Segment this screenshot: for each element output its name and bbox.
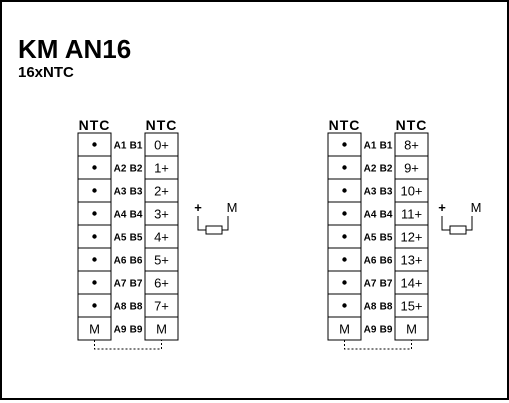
right-terminal-label: M [156,322,167,337]
pin-label-a: A9 [114,325,127,336]
pin-label-a: A7 [114,279,127,290]
pin-label-a: A3 [114,187,127,198]
terminal-dot [92,303,97,308]
pin-label-b: B7 [130,279,143,290]
terminal-dot [92,280,97,285]
right-terminal-label: 6+ [154,276,169,291]
pin-label-a: A4 [114,210,127,221]
pin-label-b: B2 [130,164,143,175]
terminal-dot [342,257,347,262]
terminal-dot [92,165,97,170]
resistor-icon [449,225,467,235]
terminal-dot [342,234,347,239]
plus-label: + [194,200,202,215]
right-terminal-label: 8+ [404,138,419,153]
pin-label-a: A5 [364,233,377,244]
right-terminal-label: 13+ [400,253,422,268]
pin-label-a: A5 [114,233,127,244]
terminal-dot [342,188,347,193]
left-terminal-label: M [339,322,350,337]
sensor-lead-left [197,216,206,231]
pin-label-b: B5 [380,233,393,244]
terminal-dot [92,234,97,239]
pin-label-b: B1 [380,141,393,152]
sensor-lead-right [466,216,473,231]
pin-label-b: B1 [130,141,143,152]
pin-label-b: B3 [380,187,393,198]
right-terminal-label: 2+ [154,184,169,199]
pin-label-b: B4 [130,210,143,221]
resistor-icon [205,225,223,235]
pin-label-b: B4 [380,210,393,221]
pin-label-b: B9 [380,325,393,336]
right-terminal-label: 3+ [154,207,169,222]
right-terminal-label: 7+ [154,299,169,314]
pin-label-a: A7 [364,279,377,290]
pin-label-a: A8 [114,302,127,313]
left-column-header: NTC [79,117,111,133]
pin-label-b: B6 [380,256,393,267]
right-terminal-label: 5+ [154,253,169,268]
pin-label-b: B9 [130,325,143,336]
pin-label-a: A2 [364,164,377,175]
minus-label: M [471,200,482,215]
pin-label-b: B7 [380,279,393,290]
pin-label-b: B8 [130,302,143,313]
right-terminal-label: 14+ [400,276,422,291]
pin-label-b: B2 [380,164,393,175]
right-column-header: NTC [396,117,428,133]
pin-label-a: A6 [364,256,377,267]
left-terminal-label: M [89,322,100,337]
diagram-subtitle: 16xNTC [18,64,74,81]
pin-label-a: A2 [114,164,127,175]
right-terminal-label: 0+ [154,138,169,153]
right-column-header: NTC [146,117,178,133]
minus-label: M [227,200,238,215]
terminal-dot [92,257,97,262]
terminal-dot [342,142,347,147]
right-terminal-label: 9+ [404,161,419,176]
terminal-dot [92,188,97,193]
right-terminal-label: M [406,322,417,337]
pin-label-a: A1 [114,141,127,152]
left-column-header: NTC [329,117,361,133]
pin-label-b: B5 [130,233,143,244]
right-terminal-label: 10+ [400,184,422,199]
pin-label-b: B8 [380,302,393,313]
diagram-title: KM AN16 [18,34,131,64]
pin-label-a: A3 [364,187,377,198]
ground-link-dotted [94,340,162,350]
pin-label-a: A6 [114,256,127,267]
right-terminal-label: 12+ [400,230,422,245]
terminal-dot [92,142,97,147]
terminal-dot [342,280,347,285]
pin-label-a: A8 [364,302,377,313]
terminal-dot [342,303,347,308]
sensor-lead-left [441,216,450,231]
ground-link-dotted [344,340,412,350]
right-terminal-label: 15+ [400,299,422,314]
ntc-sensor-symbol: +M [438,200,482,235]
right-terminal-label: 1+ [154,161,169,176]
pin-label-b: B3 [130,187,143,198]
ntc-sensor-symbol: +M [194,200,238,235]
terminal-dot [342,211,347,216]
pin-label-a: A4 [364,210,377,221]
pin-label-b: B6 [130,256,143,267]
right-terminal-label: 4+ [154,230,169,245]
terminal-dot [92,211,97,216]
terminal-dot [342,165,347,170]
pin-label-a: A1 [364,141,377,152]
sensor-lead-right [222,216,229,231]
plus-label: + [438,200,446,215]
pin-label-a: A9 [364,325,377,336]
right-terminal-label: 11+ [401,207,422,222]
